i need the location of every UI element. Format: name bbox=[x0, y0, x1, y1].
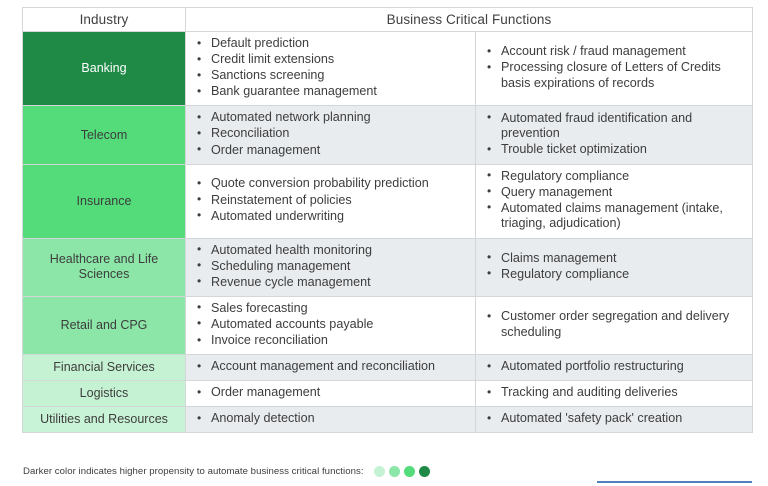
function-item: Automated portfolio restructuring bbox=[484, 359, 746, 375]
function-item: Default prediction bbox=[194, 36, 469, 52]
table-row: Logistics Order management Tracking and au… bbox=[22, 380, 754, 408]
functions-cell-left: Order management bbox=[185, 380, 476, 408]
function-item: Sales forecasting bbox=[194, 300, 469, 317]
functions-list: Anomaly detection bbox=[194, 411, 469, 427]
header-row: Industry Business Critical Functions bbox=[22, 7, 754, 32]
table-header: Industry Business Critical Functions bbox=[22, 7, 754, 32]
functions-cell-right: Account risk / fraud managementProcessin… bbox=[474, 30, 754, 107]
function-item: Quote conversion probability prediction bbox=[194, 176, 469, 192]
functions-cell-right: Customer order segregation and delivery … bbox=[474, 295, 754, 356]
functions-cell-left: Default predictionCredit limit extension… bbox=[185, 30, 476, 107]
functions-cell-right: Regulatory complianceQuery managementAut… bbox=[474, 163, 754, 239]
function-item: Anomaly detection bbox=[194, 411, 469, 427]
functions-cell-left: Sales forecastingAutomated accounts paya… bbox=[185, 295, 476, 356]
header-industry: Industry bbox=[22, 7, 186, 32]
function-item: Revenue cycle management bbox=[194, 274, 469, 291]
function-item: Reinstatement of policies bbox=[194, 192, 469, 209]
function-item: Trouble ticket optimization bbox=[484, 142, 746, 158]
industry-cell: Logistics bbox=[22, 380, 186, 408]
legend-dot-4 bbox=[418, 466, 430, 477]
functions-list: Automated health monitoringScheduling ma… bbox=[194, 242, 469, 291]
table-row: InsuranceQuote conversion probability pr… bbox=[22, 163, 754, 239]
functions-cell-right: Claims managementRegulatory compliance bbox=[474, 237, 754, 297]
functions-cell-left: Automated network planningReconciliation… bbox=[185, 105, 476, 165]
functions-cell-right: Automated portfolio restructuring bbox=[474, 354, 754, 382]
industry-cell: Banking bbox=[22, 30, 186, 107]
function-item: Automated health monitoring bbox=[194, 242, 469, 259]
functions-cell-left: Anomaly detection bbox=[185, 406, 476, 434]
function-item: Bank guarantee management bbox=[194, 84, 469, 100]
functions-cell-right: Tracking and auditing deliveries bbox=[474, 380, 754, 408]
function-item: Processing closure of Letters of Credits… bbox=[484, 60, 746, 91]
function-item: Claims management bbox=[484, 250, 746, 267]
legend-dot-1 bbox=[373, 466, 385, 477]
functions-cell-left: Quote conversion probability predictionR… bbox=[185, 163, 476, 239]
industry-cell: Telecom bbox=[22, 105, 186, 165]
table-row: Financial Services Account management and… bbox=[22, 354, 754, 382]
functions-list: Order management bbox=[194, 385, 469, 401]
legend-dot-3 bbox=[403, 466, 415, 477]
functions-list: Automated fraud identification and preve… bbox=[484, 110, 746, 158]
function-item: Automated network planning bbox=[194, 110, 469, 126]
table-row: Utilities and Resources Anomaly detection… bbox=[22, 406, 754, 434]
header-business-critical-functions: Business Critical Functions bbox=[184, 7, 754, 32]
industry-cell: Insurance bbox=[22, 163, 186, 239]
industry-functions-table: Industry Business Critical Functions Ban… bbox=[22, 7, 754, 434]
function-item: Sanctions screening bbox=[194, 68, 469, 84]
table-row: TelecomAutomated network planningReconci… bbox=[22, 105, 754, 165]
function-item: Automated claims management (intake, tri… bbox=[484, 200, 746, 232]
function-item: Order management bbox=[194, 385, 469, 401]
function-item: Automated accounts payable bbox=[194, 316, 469, 333]
function-item: Reconciliation bbox=[194, 126, 469, 142]
functions-list: Quote conversion probability predictionR… bbox=[194, 176, 469, 224]
industry-cell: Retail and CPG bbox=[22, 295, 186, 356]
function-item: Automated fraud identification and preve… bbox=[484, 110, 746, 142]
legend-label: Darker color indicates higher propensity… bbox=[23, 466, 364, 477]
table-body: BankingDefault predictionCredit limit ex… bbox=[22, 30, 754, 434]
function-item: Regulatory compliance bbox=[484, 266, 746, 283]
table-row: BankingDefault predictionCredit limit ex… bbox=[22, 30, 754, 107]
function-item: Regulatory compliance bbox=[484, 168, 746, 185]
functions-cell-left: Automated health monitoringScheduling ma… bbox=[185, 237, 476, 297]
function-item: Scheduling management bbox=[194, 258, 469, 275]
accent-rule bbox=[597, 481, 752, 483]
function-item: Tracking and auditing deliveries bbox=[484, 385, 746, 401]
function-item: Account risk / fraud management bbox=[484, 44, 746, 60]
industry-cell: Financial Services bbox=[22, 354, 186, 382]
table-row: Retail and CPGSales forecastingAutomated… bbox=[22, 295, 754, 356]
functions-list: Claims managementRegulatory compliance bbox=[484, 250, 746, 283]
functions-list: Automated portfolio restructuring bbox=[484, 359, 746, 375]
functions-list: Default predictionCredit limit extension… bbox=[194, 36, 469, 100]
function-item: Account management and reconciliation bbox=[194, 359, 469, 375]
functions-cell-right: Automated 'safety pack' creation bbox=[474, 406, 754, 434]
industry-cell: Healthcare and Life Sciences bbox=[22, 237, 186, 297]
function-item: Automated underwriting bbox=[194, 208, 469, 225]
function-item: Customer order segregation and delivery … bbox=[484, 309, 746, 340]
function-item: Automated 'safety pack' creation bbox=[484, 411, 746, 427]
functions-list: Customer order segregation and delivery … bbox=[484, 309, 746, 340]
legend: Darker color indicates higher propensity… bbox=[23, 466, 430, 477]
functions-cell-right: Automated fraud identification and preve… bbox=[474, 105, 754, 165]
legend-dot-2 bbox=[388, 466, 400, 477]
functions-list: Account risk / fraud managementProcessin… bbox=[484, 44, 746, 91]
functions-list: Tracking and auditing deliveries bbox=[484, 385, 746, 401]
industry-cell: Utilities and Resources bbox=[22, 406, 186, 434]
functions-cell-left: Account management and reconciliation bbox=[185, 354, 476, 382]
functions-list: Automated 'safety pack' creation bbox=[484, 411, 746, 427]
function-item: Credit limit extensions bbox=[194, 52, 469, 68]
function-item: Order management bbox=[194, 142, 469, 159]
functions-list: Account management and reconciliation bbox=[194, 359, 469, 375]
functions-list: Automated network planningReconciliation… bbox=[194, 110, 469, 158]
function-item: Query management bbox=[484, 184, 746, 201]
function-item: Invoice reconciliation bbox=[194, 333, 469, 349]
legend-scale bbox=[373, 466, 430, 477]
table-row: Healthcare and Life SciencesAutomated he… bbox=[22, 237, 754, 297]
functions-list: Sales forecastingAutomated accounts paya… bbox=[194, 300, 469, 349]
functions-list: Regulatory complianceQuery managementAut… bbox=[484, 168, 746, 232]
